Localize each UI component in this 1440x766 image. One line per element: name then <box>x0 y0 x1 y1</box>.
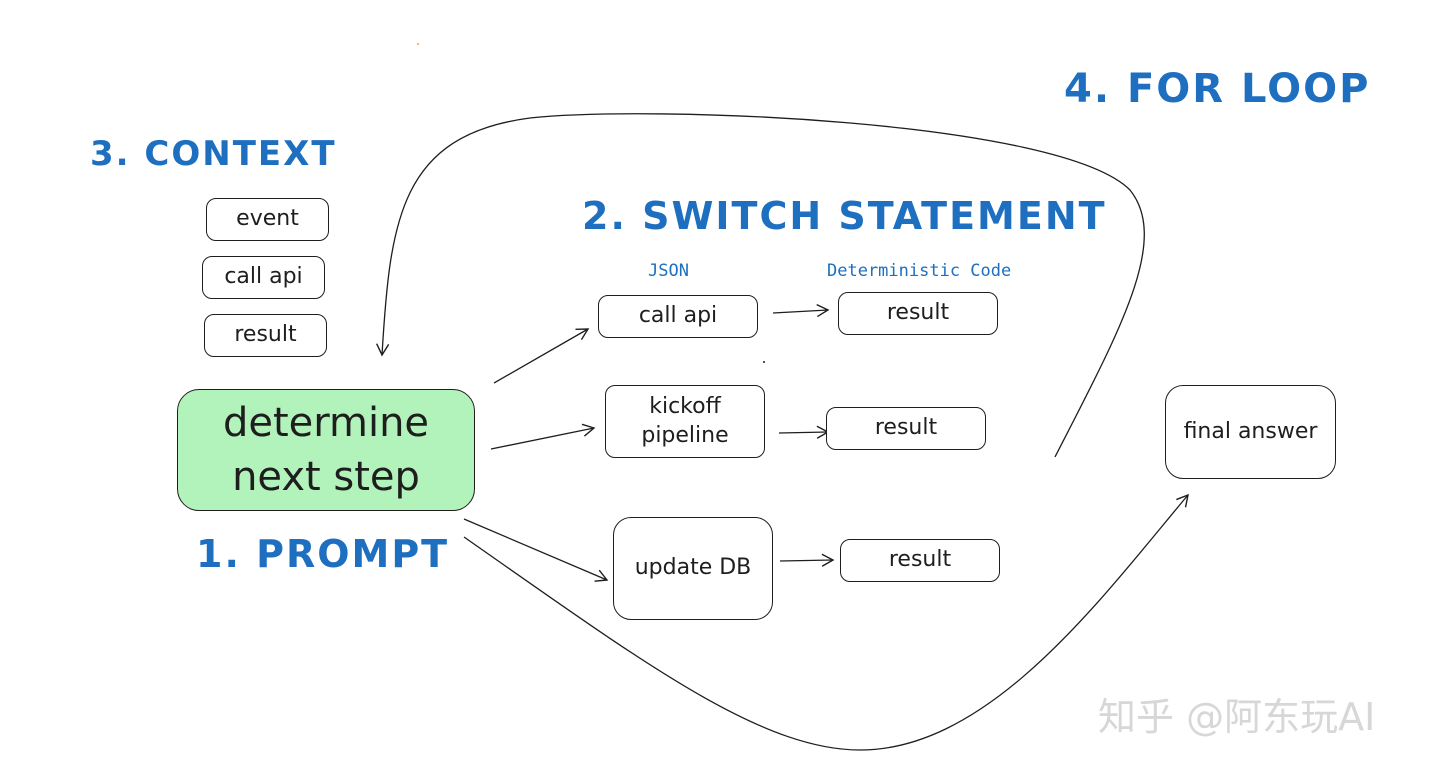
heading-switch-statement: 2. SWITCH STATEMENT <box>582 194 1107 238</box>
stray-dot <box>417 43 419 45</box>
action-update-db-label: update DB <box>634 555 752 581</box>
context-item-event: event <box>206 198 329 241</box>
result-kickoff: result <box>826 407 986 450</box>
prompt-line-2: next step <box>232 454 420 500</box>
label-json: JSON <box>648 261 689 281</box>
result-update-db: result <box>840 539 1000 582</box>
result-call-api: result <box>838 292 998 335</box>
action-kickoff-line-1: kickoff <box>649 393 721 419</box>
arrow-update-db-to-result <box>779 553 835 567</box>
stray-dot <box>763 361 765 363</box>
action-call-api: call api <box>598 295 758 338</box>
action-kickoff-line-2: pipeline <box>641 422 729 448</box>
arrow-prompt-to-kickoff <box>490 423 596 450</box>
label-deterministic-code: Deterministic Code <box>827 261 1012 281</box>
prompt-box: determine next step <box>177 389 475 511</box>
context-item-result: result <box>204 314 327 357</box>
final-answer-box: final answer <box>1165 385 1336 479</box>
heading-for-loop: 4. FOR LOOP <box>1064 66 1371 112</box>
heading-prompt: 1. PROMPT <box>196 532 450 576</box>
arrow-prompt-to-call-api <box>493 328 590 384</box>
heading-context: 3. CONTEXT <box>90 134 337 174</box>
arrow-to-final-answer <box>463 493 1189 751</box>
prompt-line-1: determine <box>222 400 430 446</box>
watermark: 知乎 @阿东玩AI <box>1098 695 1376 739</box>
arrow-kickoff-to-result <box>778 425 830 439</box>
context-item-call-api: call api <box>202 256 325 299</box>
action-call-api-label: call api <box>638 303 718 329</box>
action-kickoff-pipeline: kickoff pipeline <box>605 385 765 458</box>
arrow-call-api-to-result <box>772 303 830 318</box>
for-loop-arrow <box>376 113 1145 458</box>
arrow-prompt-to-update-db <box>463 518 609 582</box>
action-update-db: update DB <box>613 517 773 620</box>
